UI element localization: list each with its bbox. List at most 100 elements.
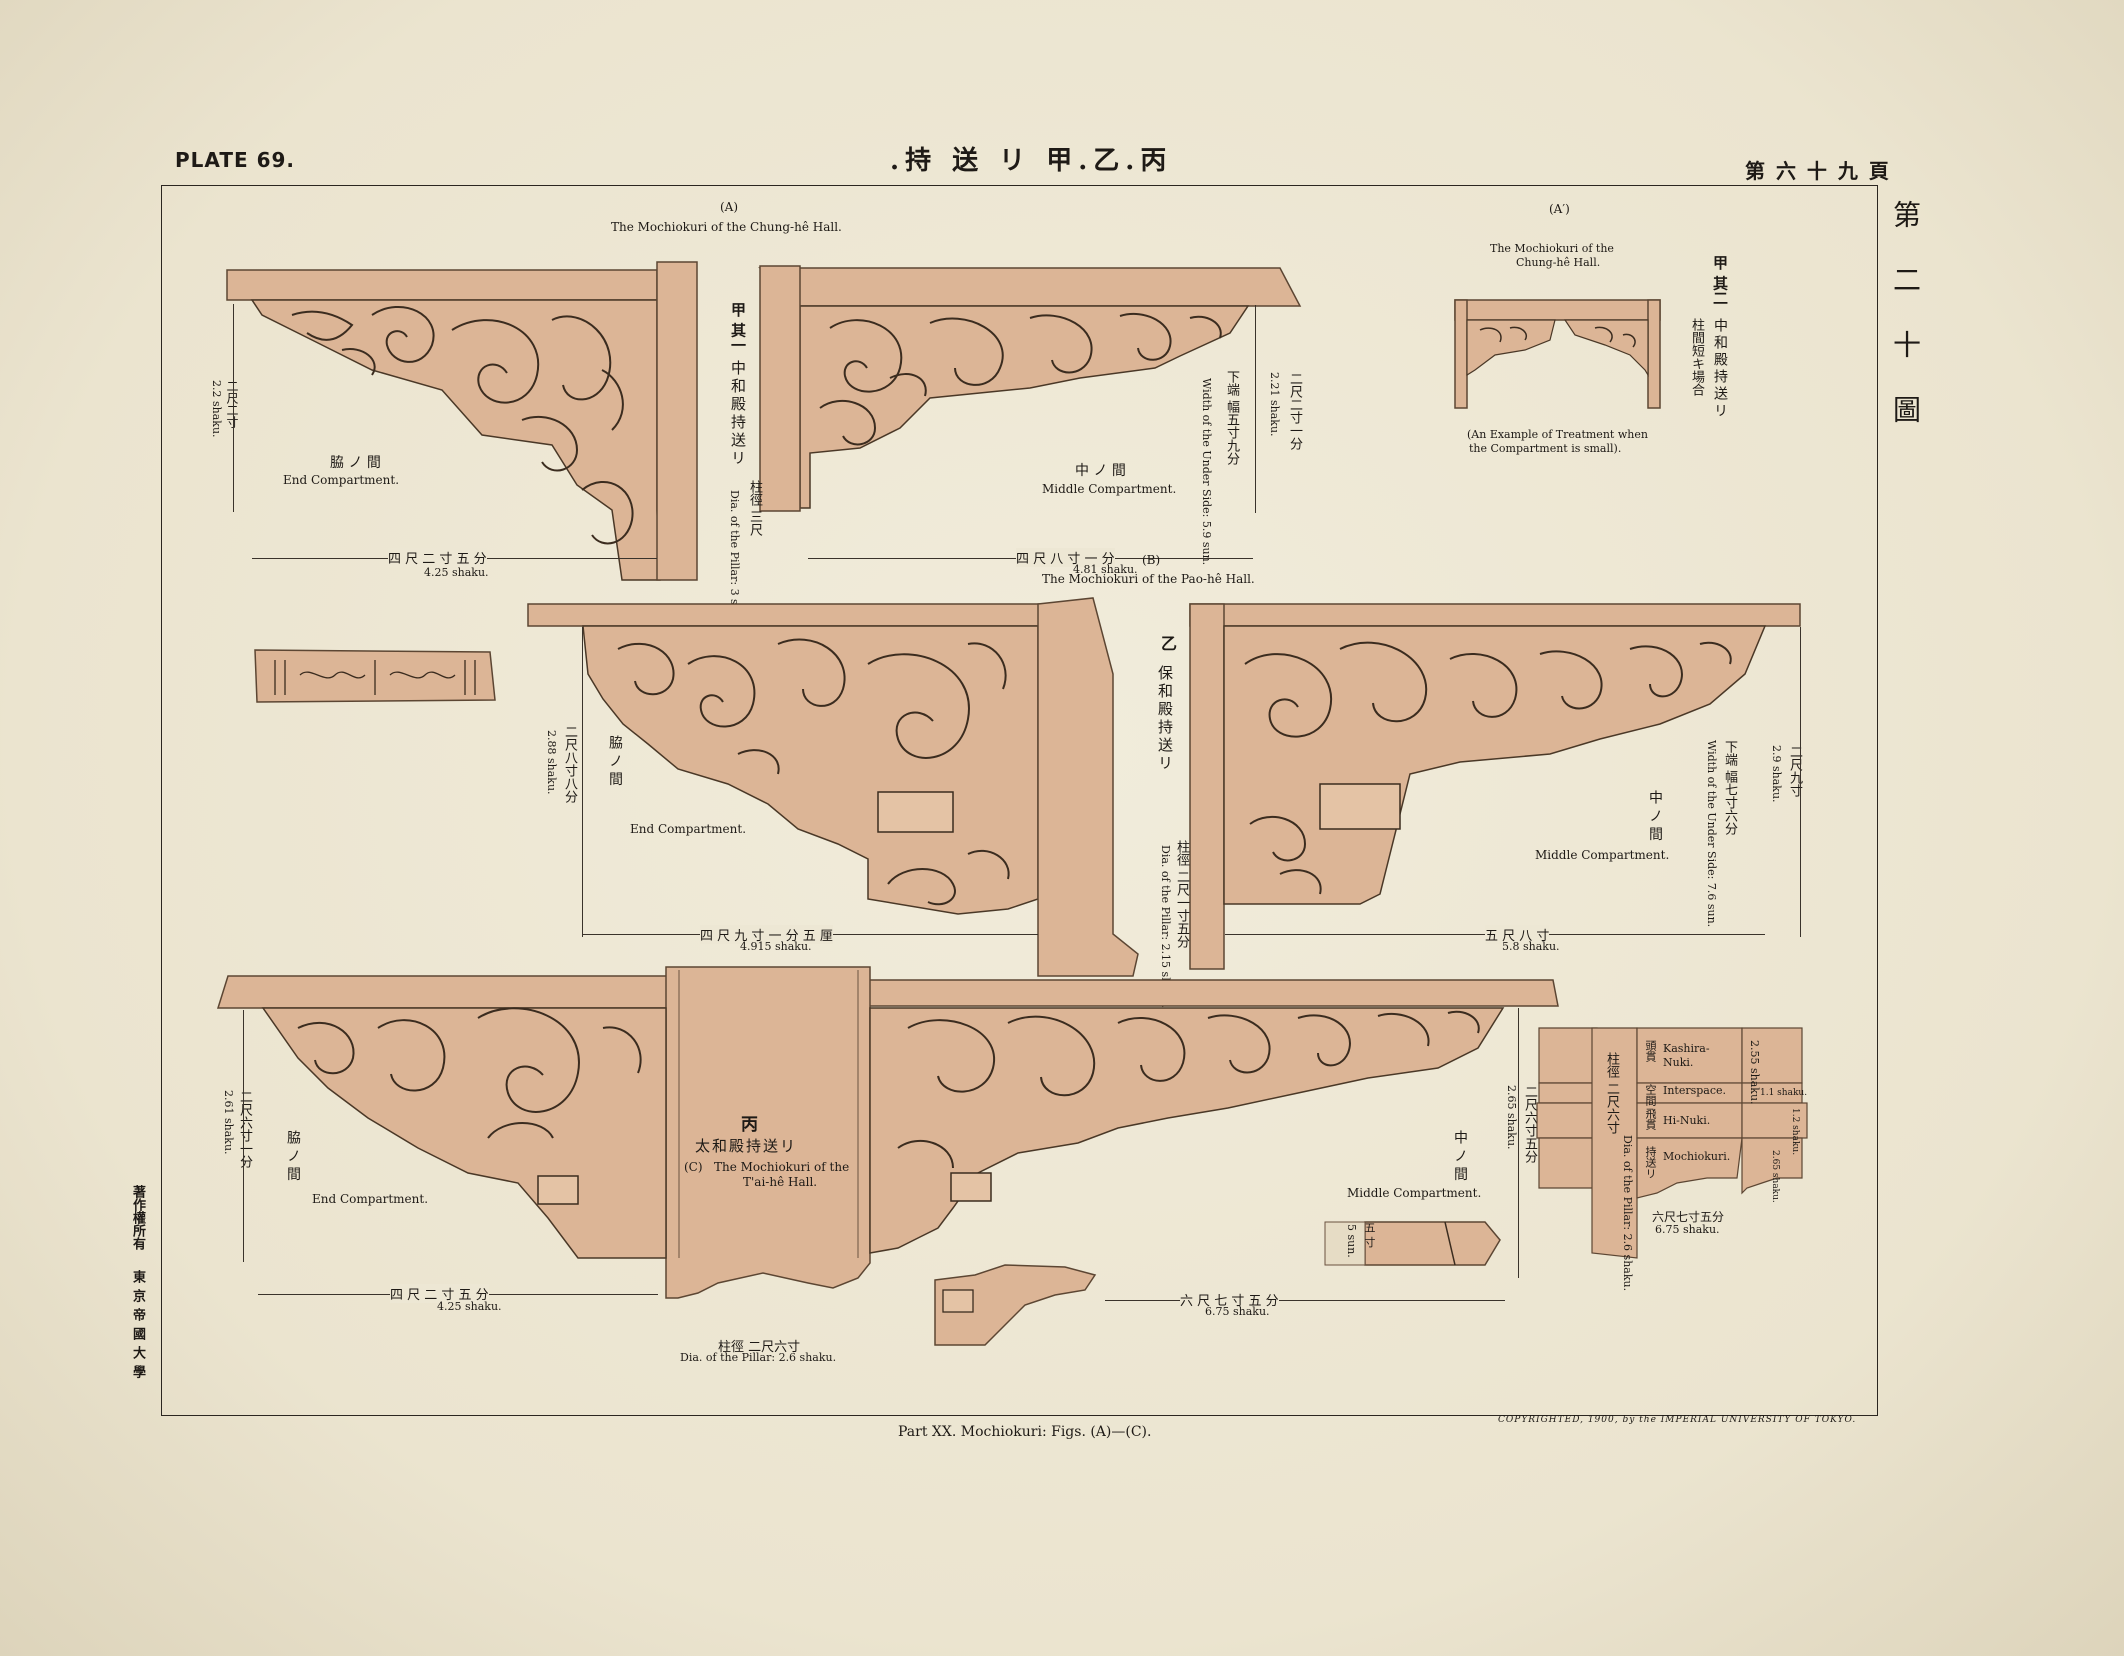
fig-a-left-height-en: 2.2 shaku. bbox=[210, 380, 223, 438]
fig-b-right-height-line bbox=[1800, 627, 1801, 937]
fig-c-left-width-en: 4.25 shaku. bbox=[437, 1300, 502, 1313]
fig-b-left-height-jp: 二尺八寸八分 bbox=[562, 725, 577, 803]
fig-b-left-height-line bbox=[582, 627, 583, 937]
fig-c-title-2: T'ai-hê Hall. bbox=[743, 1175, 818, 1189]
fig-b-right-height-en: 2.9 shaku. bbox=[1770, 745, 1783, 803]
fig-c-name-jp: 太和殿持送リ bbox=[695, 1137, 798, 1155]
fig-a-end-jp: 脇 ノ 間 bbox=[330, 455, 381, 471]
fig-b-under-en: Width of the Under Side: 7.6 sun. bbox=[1705, 740, 1718, 928]
page-number-jp: 第 六 十 九 頁 bbox=[1745, 159, 1891, 183]
fig-c-left-width-jp: 四 尺 二 寸 五 分 bbox=[390, 1284, 489, 1303]
fig-c-right-width-line bbox=[1105, 1300, 1505, 1301]
fig-b-middle-en: Middle Compartment. bbox=[1535, 848, 1670, 862]
fig-a-left-height-line bbox=[233, 304, 234, 512]
fig-c-middle-jp: 中 ノ 間 bbox=[1452, 1130, 1468, 1181]
fig-c-right-width-jp: 六 尺 七 寸 五 分 bbox=[1180, 1290, 1279, 1309]
fig-c-code-jp: 丙 bbox=[741, 1115, 758, 1135]
fig-c-pillar-en: Dia. of the Pillar: 2.6 shaku. bbox=[680, 1351, 837, 1364]
fig-c-end-en: End Compartment. bbox=[312, 1192, 429, 1206]
section-row-4-en: Mochiokuri. bbox=[1663, 1150, 1731, 1163]
fig-b-left-height-en: 2.88 shaku. bbox=[545, 730, 558, 795]
fig-c-underside-jp: 五 寸 bbox=[1363, 1222, 1376, 1248]
fig-a2-note-jp: 柱間短キ場合 bbox=[1689, 318, 1704, 396]
section-width-en: 6.75 shaku. bbox=[1655, 1223, 1720, 1236]
fig-c-left-height-en: 2.61 shaku. bbox=[222, 1090, 235, 1155]
section-row-4-dim: 2.65 shaku. bbox=[1770, 1150, 1780, 1203]
fig-a-left-width-jp: 四 尺 二 寸 五 分 bbox=[388, 548, 487, 567]
university-jp: 東京帝國大學 bbox=[130, 1270, 145, 1384]
section-pillar-en: Dia. of the Pillar: 2.6 shaku. bbox=[1621, 1135, 1634, 1292]
section-row-2-jp: 空間 bbox=[1644, 1084, 1657, 1106]
fig-b-code-jp: 乙 bbox=[1158, 635, 1177, 651]
fig-a-code-jp: 甲 其一 bbox=[729, 302, 747, 353]
fig-b-pillar-jp: 柱徑 二尺一寸五分 bbox=[1174, 840, 1189, 949]
fig-c-fragment bbox=[934, 1264, 1097, 1346]
section-row-2-en: Interspace. bbox=[1663, 1084, 1727, 1097]
fig-c-underside-en: 5 sun. bbox=[1345, 1224, 1358, 1258]
fig-b-middle-bracket bbox=[1189, 603, 1801, 970]
fig-a-pillar-jp: 柱徑 三尺 bbox=[747, 480, 762, 537]
fig-a-middle-bracket bbox=[758, 265, 1302, 512]
fig-b-name-jp: 保和殿持送リ bbox=[1156, 665, 1174, 773]
fig-b-left-width-en: 4.915 shaku. bbox=[740, 940, 812, 953]
fig-b-right-width-en: 5.8 shaku. bbox=[1502, 940, 1560, 953]
section-row-3-jp: 飛貫 bbox=[1644, 1108, 1657, 1130]
fig-c-title-1: The Mochiokuri of the bbox=[714, 1160, 850, 1174]
fig-a2-note-2: the Compartment is small). bbox=[1469, 442, 1622, 455]
section-diagram bbox=[1536, 1027, 1808, 1259]
fig-a2-title-2: Chung-hê Hall. bbox=[1516, 256, 1601, 269]
fig-c-left-height-line bbox=[243, 1010, 244, 1262]
plate-number: PLATE 69. bbox=[175, 148, 296, 172]
fig-b-right-width-jp: 五 尺 八 寸 bbox=[1485, 925, 1550, 944]
fig-a2-note-1: (An Example of Treatment when bbox=[1467, 428, 1648, 441]
fig-b-right-height-jp: 二尺九寸 bbox=[1787, 745, 1802, 797]
section-pillar-jp: 柱徑 二尺六寸 bbox=[1604, 1052, 1619, 1135]
fig-c-right-height-line bbox=[1518, 1008, 1519, 1278]
fig-a-under-jp: 下端 幅五寸九分 bbox=[1224, 370, 1239, 466]
fig-b-letter: (B) bbox=[1142, 553, 1161, 567]
fig-c-right-height-jp: 二尺六寸五分 bbox=[1522, 1085, 1537, 1163]
fig-a-middle-jp: 中 ノ 間 bbox=[1075, 463, 1126, 479]
fig-b-title: The Mochiokuri of the Pao-hê Hall. bbox=[1042, 572, 1255, 586]
section-row-4-jp: 持送リ bbox=[1644, 1146, 1657, 1179]
section-row-1-dim: 2.55 shaku. bbox=[1748, 1040, 1761, 1105]
fig-a2-code-jp: 甲 其二 bbox=[1711, 255, 1729, 306]
fig-a2-name-jp: 中和殿持送リ bbox=[1712, 318, 1728, 420]
fig-c-middle-en: Middle Compartment. bbox=[1347, 1186, 1482, 1200]
fig-c-letter: (C) bbox=[684, 1160, 703, 1174]
fig-c-pillar-jp: 柱徑 二尺六寸 bbox=[718, 1340, 801, 1355]
fig-a-right-height-jp: 二尺二寸一分 bbox=[1287, 372, 1302, 450]
fig-a-letter: (A) bbox=[720, 200, 739, 214]
section-row-2-dim: 1.1 shaku. bbox=[1760, 1088, 1808, 1098]
fig-a-middle-en: Middle Compartment. bbox=[1042, 482, 1177, 496]
fig-a-right-width-en: 4.81 shaku. bbox=[1073, 563, 1138, 576]
fig-b-under-jp: 下端 幅七寸六分 bbox=[1722, 740, 1737, 836]
fig-b-left-width-jp: 四 尺 九 寸 一 分 五 厘 bbox=[700, 925, 833, 944]
fig-c-bracket-assembly bbox=[216, 966, 1559, 1299]
fig-b-end-jp: 脇 ノ 間 bbox=[607, 735, 623, 786]
fig-b-end-en: End Compartment. bbox=[630, 822, 747, 836]
fig-c-underside-detail bbox=[1324, 1221, 1501, 1266]
fig-a2-bracket bbox=[1454, 299, 1661, 409]
part-caption: Part XX. Mochiokuri: Figs. (A)—(C). bbox=[898, 1424, 1152, 1440]
figure-number-jp: 第 二 十 圖 bbox=[1889, 200, 1922, 437]
fig-a2-letter: (A′) bbox=[1549, 202, 1570, 216]
fig-a-left-width-en: 4.25 shaku. bbox=[424, 566, 489, 579]
fig-c-end-jp: 脇 ノ 間 bbox=[285, 1130, 301, 1181]
copyright-owner-jp: 著作權所有 bbox=[130, 1185, 145, 1250]
fig-b-end-bracket bbox=[527, 597, 1139, 977]
fig-a-end-bracket bbox=[226, 261, 698, 581]
plate-frame bbox=[161, 185, 1878, 1416]
section-row-3-dim: 1.2 shaku. bbox=[1790, 1108, 1800, 1156]
section-row-3-en: Hi-Nuki. bbox=[1663, 1114, 1711, 1127]
fig-a-right-height-en: 2.21 shaku. bbox=[1268, 372, 1281, 437]
fig-c-left-height-jp: 二尺六寸一分 bbox=[237, 1090, 252, 1168]
fig-c-right-width-en: 6.75 shaku. bbox=[1205, 1305, 1270, 1318]
fig-a-pillar-en: Dia. of the Pillar: 3 shaku. bbox=[728, 490, 741, 636]
section-width-jp: 六尺七寸五分 bbox=[1652, 1210, 1725, 1224]
fig-a-end-en: End Compartment. bbox=[283, 473, 400, 487]
fig-a2-title-1: The Mochiokuri of the bbox=[1490, 242, 1614, 255]
fig-a-name-jp: 中和殿持送リ bbox=[729, 360, 747, 468]
fig-b-pillar-en: Dia. of the Pillar: 2.15 shaku. bbox=[1159, 845, 1172, 1009]
